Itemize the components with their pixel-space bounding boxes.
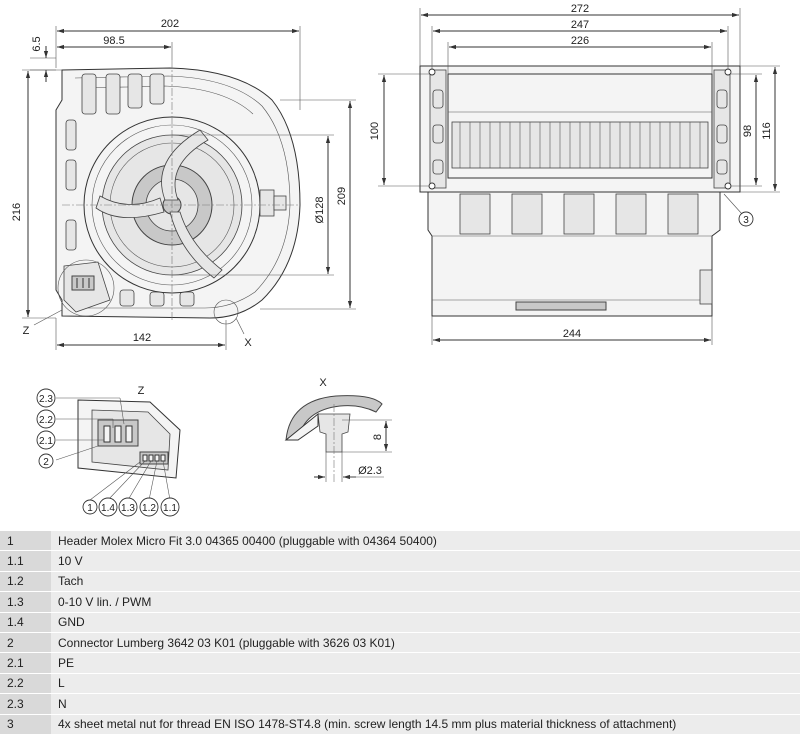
detail-x-title: X [319,377,327,389]
impeller-blades-side [451,121,709,169]
side-view: 3 272 [369,3,780,345]
callout-2-2: 2.2 [39,415,53,426]
legend-desc: L [51,673,800,695]
dim-x-diameter: Ø2.3 [358,465,382,477]
inlet-spokes [95,129,223,279]
dim-side-h-left: 100 [369,122,381,140]
legend-num: 2 [0,632,51,654]
dim-impeller-diameter: Ø128 [314,197,326,224]
callout-1-2-bubble [139,497,159,517]
callout-2-1: 2.1 [39,436,53,447]
dim-side-h-outer: 116 [761,122,773,140]
legend-num: 1.1 [0,550,51,572]
callout-3: 3 [743,215,749,226]
callout-1-1-bubble [160,497,180,517]
legend-num: 2.2 [0,673,51,695]
dim-front-height-left: 216 [11,203,23,221]
housing-ribs [65,73,195,307]
legend-num: 3 [0,714,51,735]
callout-1-4: 1.4 [101,503,115,514]
callout-2-3: 2.3 [39,394,53,405]
detail-x: X [284,377,392,484]
dim-side-mid: 247 [571,19,589,31]
label-detail-x: X [244,337,252,349]
callout-1: 1 [87,503,93,514]
callout-1-4-bubble [98,497,118,517]
side-dimensions [378,8,780,345]
callout-2-bubble [38,453,54,469]
legend-desc: N [51,693,800,715]
legend-num: 2.3 [0,693,51,715]
legend-desc: PE [51,652,800,674]
callout-1-1: 1.1 [163,503,177,514]
front-view: 202 98.5 6.5 216 209 Ø128 142 Z X [11,18,356,350]
detail-z: Z 2.3 2.2 2.1 2 [36,385,181,517]
dim-front-width: 202 [161,18,179,30]
callout-2: 2 [43,457,49,468]
legend-desc: Tach [51,571,800,593]
dim-side-outer: 272 [571,3,589,15]
front-connector [63,261,111,313]
detail-x-section [285,395,383,441]
callout-3-bubble [738,211,754,227]
legend-desc: Header Molex Micro Fit 3.0 04365 00400 (… [51,531,800,552]
callout-2-2-bubble [36,409,56,429]
label-detail-z: Z [23,325,30,337]
callout-1-bubble [82,499,98,515]
dim-side-h-inner: 98 [742,125,754,137]
callout-1-3-bubble [118,497,138,517]
legend-desc: 0-10 V lin. / PWM [51,591,800,613]
dim-x-height: 8 [372,434,384,440]
legend-desc: 4x sheet metal nut for thread EN ISO 147… [51,714,800,735]
legend-desc: GND [51,612,800,633]
legend-desc: 10 V [51,550,800,572]
front-dimensions [22,26,356,350]
legend-num: 2.1 [0,652,51,674]
legend-desc: Connector Lumberg 3642 03 K01 (pluggable… [51,632,800,654]
callout-1-3: 1.3 [121,503,135,514]
dim-side-bottom: 244 [563,328,581,340]
callout-1-2: 1.2 [142,503,156,514]
technical-drawing: 202 98.5 6.5 216 209 Ø128 142 Z X [11,3,780,517]
dim-side-inner: 226 [571,35,589,47]
dim-front-height-right: 209 [336,187,348,205]
legend-num: 1.4 [0,612,51,633]
legend-num: 1 [0,531,51,552]
callout-2-3-bubble [36,388,56,408]
callout-2-1-bubble [36,430,56,450]
detail-z-title: Z [138,385,145,397]
side-label-slot [515,301,607,311]
detail-z-circle [57,259,115,317]
dim-front-edge: 6.5 [31,36,43,51]
dim-front-offset: 98.5 [103,35,124,47]
dim-front-bottom: 142 [133,332,151,344]
legend-num: 1.3 [0,591,51,613]
legend-num: 1.2 [0,571,51,593]
